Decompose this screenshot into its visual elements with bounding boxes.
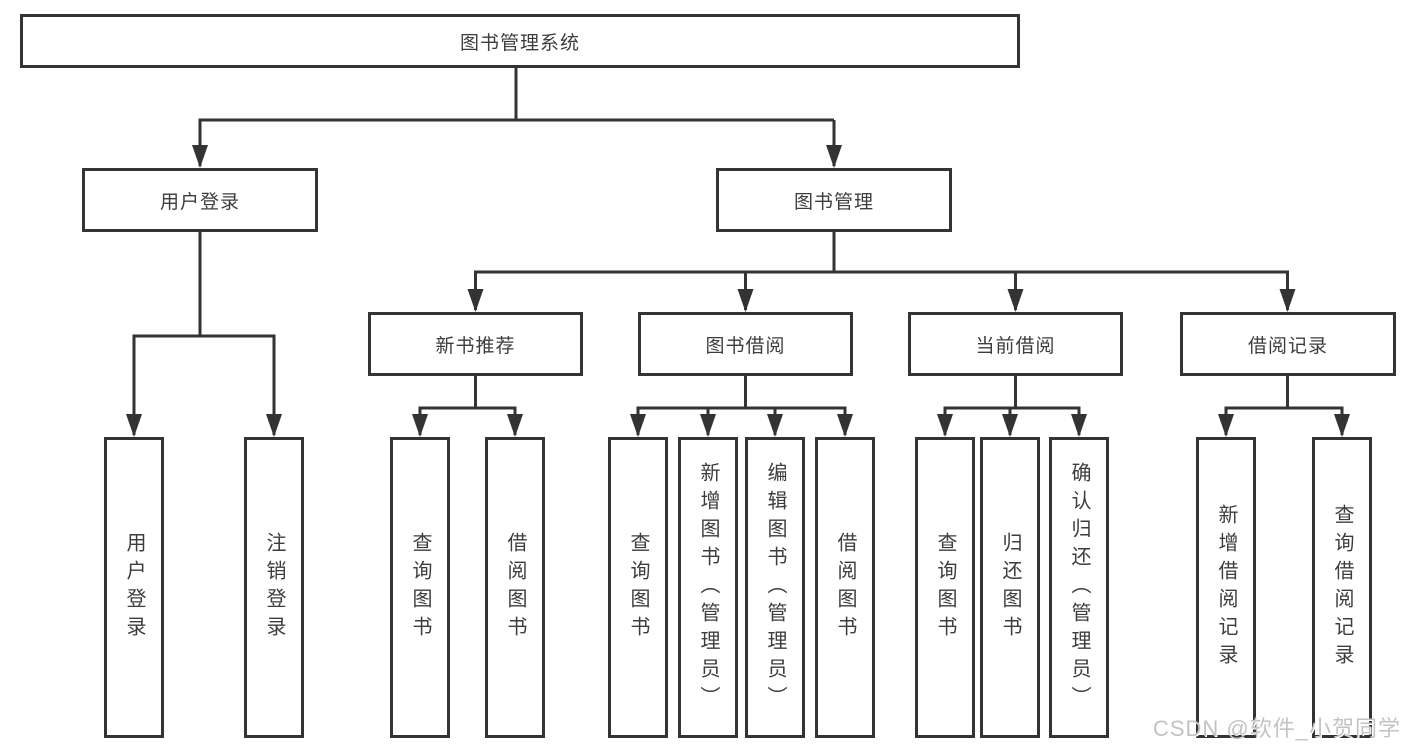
leaf-query-books-borrow: 查询图书 [608,437,668,738]
node-user-login: 用户登录 [82,168,318,232]
node-root: 图书管理系统 [20,14,1020,68]
csdn-watermark: CSDN @软件_小贺同学 [1152,716,1401,741]
leaf-add-books-admin: 新增图书（管理员） [678,437,738,738]
leaf-edit-books-admin: 编辑图书（管理员） [745,437,805,738]
leaf-return-books: 归还图书 [980,437,1040,738]
node-book-management: 图书管理 [716,168,952,232]
leaf-query-books-current: 查询图书 [915,437,975,738]
leaf-confirm-return-admin: 确认归还（管理员） [1049,437,1109,738]
connector-paths [132,68,1344,435]
leaf-query-books-recommend: 查询图书 [390,437,450,738]
leaf-logout: 注销登录 [244,437,304,738]
node-book-borrow: 图书借阅 [638,312,853,376]
leaf-borrow-books: 借阅图书 [815,437,875,738]
node-borrow-records: 借阅记录 [1180,312,1396,376]
arrowhead-icons [126,145,1350,437]
leaf-query-borrow-record: 查询借阅记录 [1312,437,1372,738]
node-current-borrow: 当前借阅 [908,312,1123,376]
node-new-book-recommend: 新书推荐 [368,312,583,376]
leaf-add-borrow-record: 新增借阅记录 [1196,437,1256,738]
leaf-borrow-books-recommend: 借阅图书 [485,437,545,738]
leaf-user-login: 用户登录 [104,437,164,738]
